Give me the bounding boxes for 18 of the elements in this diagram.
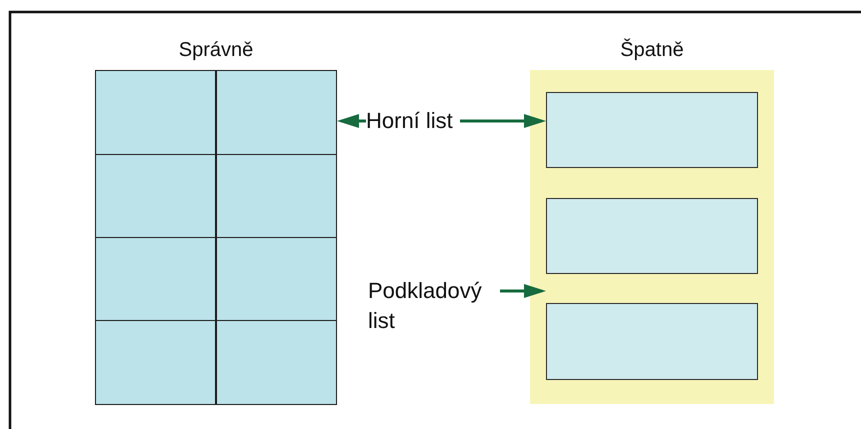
label	[216, 154, 337, 238]
label	[216, 237, 337, 321]
label	[216, 320, 337, 405]
sheet-heading: Špatně	[619, 38, 685, 62]
label	[546, 92, 758, 168]
label	[546, 198, 758, 274]
callout-text: Podkladový list	[368, 276, 500, 336]
arrow	[337, 114, 366, 128]
arrow	[460, 114, 546, 128]
label	[95, 154, 216, 238]
label	[95, 237, 216, 321]
sheet-heading: Správně	[178, 38, 254, 62]
label	[95, 320, 216, 405]
label	[546, 303, 758, 380]
arrow	[500, 284, 546, 298]
label	[95, 70, 216, 155]
callout-text: Horní list	[366, 106, 460, 136]
label	[216, 70, 337, 155]
